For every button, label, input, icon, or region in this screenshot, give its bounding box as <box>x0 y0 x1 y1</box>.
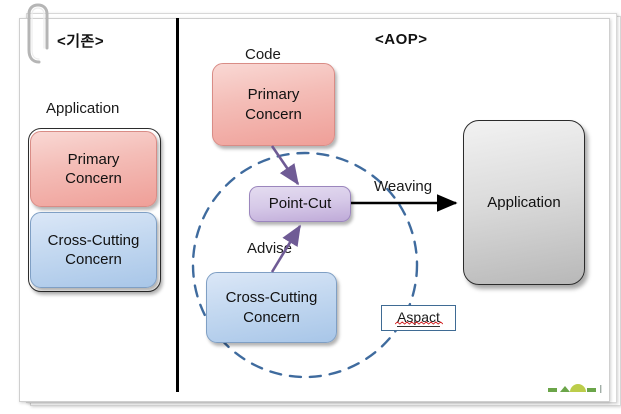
left-primary-concern-line1: Primary <box>67 150 120 168</box>
point-cut-box[interactable]: Point-Cut <box>249 186 351 222</box>
left-primary-concern-box[interactable]: Primary Concern <box>30 131 157 207</box>
right-cross-cutting-line1: Cross-Cutting <box>225 289 318 307</box>
right-primary-concern-box[interactable]: Primary Concern <box>212 63 335 146</box>
right-primary-concern-line1: Primary <box>247 86 300 104</box>
right-section-title: <AOP> <box>375 31 428 48</box>
left-primary-concern-line2: Concern <box>65 170 122 187</box>
aspect-callout-box[interactable]: Aspact <box>381 305 456 331</box>
left-section-title: <기존> <box>57 33 105 50</box>
spellcheck-squiggle-icon <box>395 321 443 325</box>
right-application-label: Application <box>487 193 561 211</box>
logo-watermark-icon <box>548 384 602 393</box>
right-primary-concern-line2: Concern <box>245 105 302 123</box>
right-cross-cutting-concern-box[interactable]: Cross-Cutting Concern <box>206 272 337 343</box>
paperclip-icon <box>27 3 49 64</box>
point-cut-label: Point-Cut <box>268 195 332 213</box>
left-cross-cutting-line1: Cross-Cutting <box>47 231 140 249</box>
left-cross-cutting-concern-box[interactable]: Cross-Cutting Concern <box>30 212 157 288</box>
left-cross-cutting-line2: Concern <box>65 251 122 268</box>
panel-divider <box>176 18 179 392</box>
weaving-label: Weaving <box>374 178 433 195</box>
application-container-label: Application <box>46 100 120 117</box>
code-label: Code <box>245 46 281 63</box>
right-cross-cutting-line2: Concern <box>243 308 300 326</box>
right-application-box[interactable]: Application <box>463 120 585 285</box>
advise-label: Advise <box>247 240 293 257</box>
